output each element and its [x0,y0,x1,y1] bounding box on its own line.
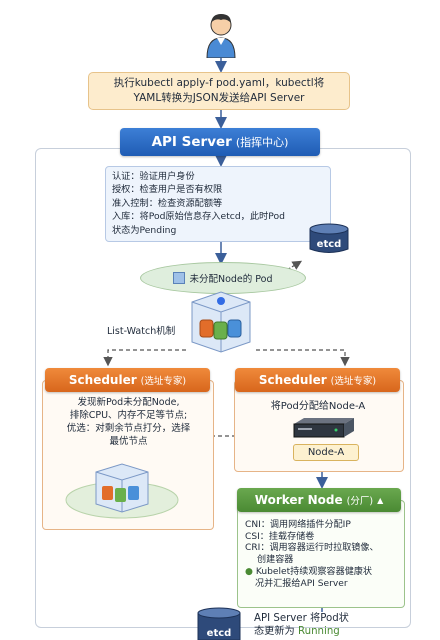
final-status: API Server 将Pod状 态更新为 Running [254,612,349,638]
worker-node-panel [237,500,405,608]
scheduler-left-text: 发现新Pod未分配Node, 排除CPU、内存不足等节点; 优选：对剩余节点打分… [46,396,211,448]
unassigned-pod-label: 未分配Node的 Pod [189,274,273,285]
server-icon [293,418,354,438]
final-status-line1: API Server 将Pod状 [254,613,349,624]
worker-node-text: CNI：调用网络插件分配IP CSI：挂载存储卷 CRI：调用容器运行时拉取镜像… [245,520,403,590]
pod-cube-icon [173,272,186,284]
etcd-database-icon: etcd [309,223,349,253]
etcd-label-bottom: etcd [207,628,232,639]
scheduler-line: 排除CPU、内存不足等节点; [69,410,188,421]
api-server-subtitle: (指挥中心) [235,136,289,149]
list-watch-label: List-Watch机制 [107,326,176,337]
worker-line: CSI：挂载存储卷 [245,531,315,542]
etcd-label: etcd [317,239,342,250]
etcd-database-icon-bottom: etcd [197,607,241,640]
api-server-banner: API Server (指挥中心) [120,128,320,156]
request-note-line1: 执行kubectl apply-f pod.yaml，kubectl将 [113,77,325,89]
scheduler-left-title: Scheduler [68,373,137,387]
worker-line: CNI：调用网络插件分配IP [245,520,351,530]
request-note-line2: YAML转换为JSON发送给API Server [133,92,305,104]
final-status-prefix: 态更新为 [254,626,295,637]
worker-line: CRI：调用容器运行时拉取镜像、 [245,543,379,554]
auth-steps-box: 认证：验证用户身份 授权：检查用户是否有权限 准入控制：检查资源配额等 入库：将… [105,166,331,242]
auth-step: 准入控制：检查资源配额等 [112,197,223,209]
worker-line: 创建容器 [257,555,294,566]
worker-node-subtitle: (分厂) [346,496,374,507]
worker-bullet-line: 况并汇报给API Server [255,578,348,589]
worker-node-banner: Worker Node (分厂) ▲ [237,488,401,512]
scheduler-line: 发现新Pod未分配Node, [77,397,180,408]
scheduler-pod-icon [65,463,179,519]
scheduler-left-subtitle: (选址专家) [140,376,187,387]
scheduler-right-title: Scheduler [258,373,327,387]
auth-step: 入库：将Pod原始信息存入etcd，此时Pod [112,211,285,223]
list-watch-right [256,349,350,367]
auth-step: 授权：检查用户是否有权限 [112,184,223,196]
assign-text: 将Pod分配给Node-A [270,401,366,412]
request-note: 执行kubectl apply-f pod.yaml，kubectl将 YAML… [88,72,350,110]
scheduler-right-subtitle: (选址专家) [330,376,377,387]
worker-node-title: Worker Node [254,493,343,507]
bullet-icon: ● [245,566,256,577]
scheduler-line: 最优节点 [109,436,148,447]
scheduler-line: 优选：对剩余节点打分，选择 [66,423,191,434]
worker-bullet-line: Kubelet持续观察容器健康状 [255,566,372,577]
running-status: Running [298,626,340,637]
user-icon [206,14,236,58]
auth-step: 状态为Pending [112,224,177,236]
api-server-title: API Server [151,134,232,150]
auth-step: 认证：验证用户身份 [112,171,195,182]
pod-containers-icon [191,291,251,353]
node-a-label: Node-A [293,444,359,461]
triangle-icon: ▲ [377,495,384,505]
scheduler-left-banner: Scheduler (选址专家) [45,368,210,392]
scheduler-right-banner: Scheduler (选址专家) [235,368,400,392]
list-watch-left [103,349,186,367]
